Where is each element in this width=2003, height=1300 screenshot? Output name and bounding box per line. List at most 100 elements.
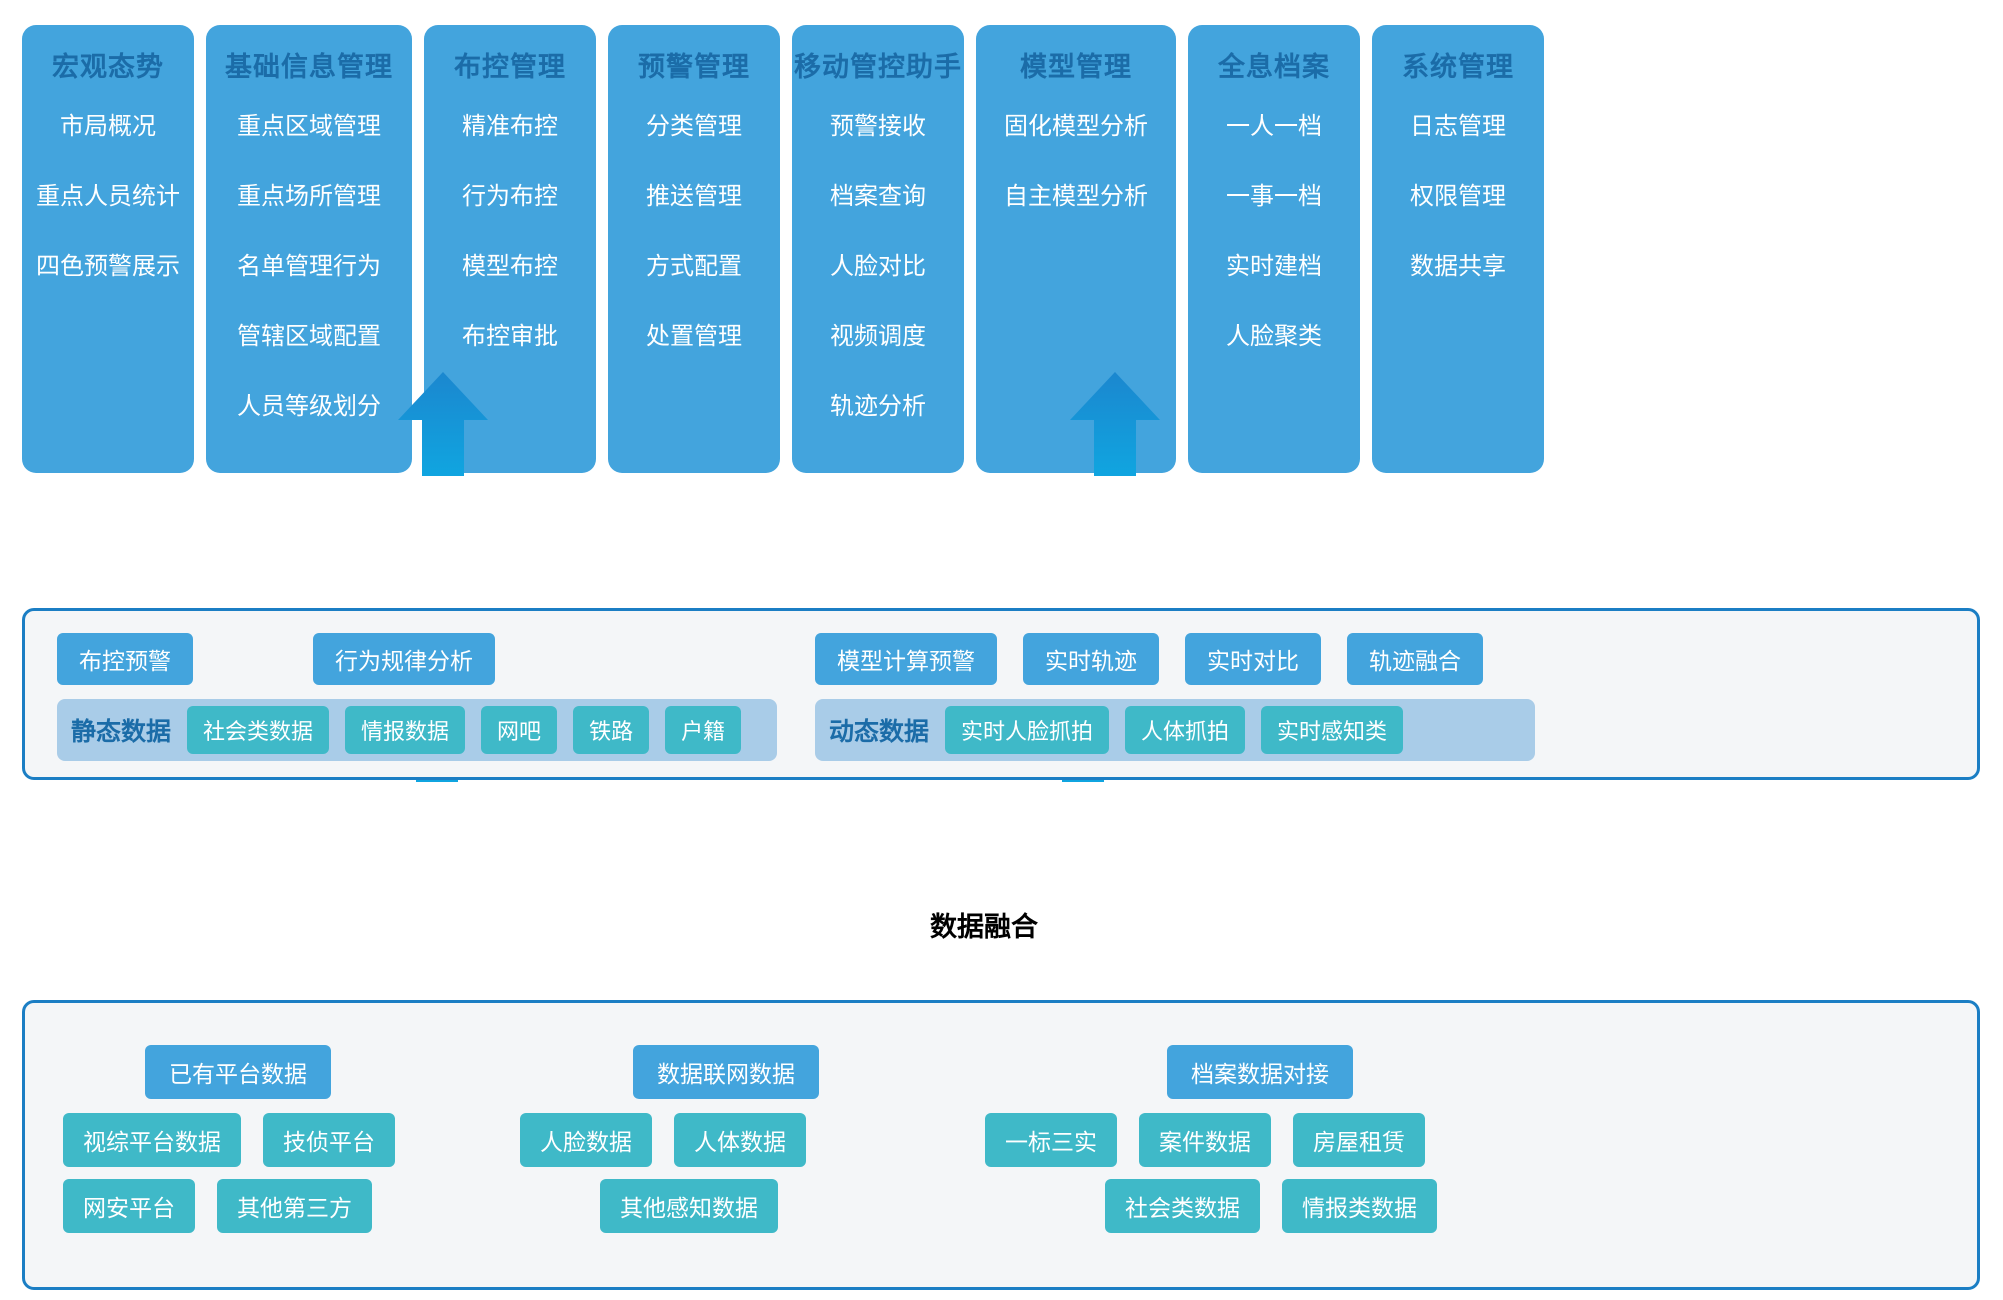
module-card-item[interactable]: 处置管理 — [646, 323, 742, 350]
module-card-item[interactable]: 轨迹分析 — [830, 393, 926, 420]
capability-pill[interactable]: 模型计算预警 — [815, 633, 997, 685]
module-card-items: 市局概况重点人员统计四色预警展示 — [36, 106, 180, 281]
capability-pill[interactable]: 实时轨迹 — [1023, 633, 1159, 685]
data-source-chip[interactable]: 情报数据 — [345, 706, 466, 754]
module-card-items: 精准布控行为布控模型布控布控审批 — [462, 106, 558, 351]
module-card-item[interactable]: 推送管理 — [646, 183, 742, 210]
data-source-row: 人脸数据人体数据 — [520, 1113, 806, 1167]
capability-pill[interactable]: 行为规律分析 — [313, 633, 495, 685]
module-card-items: 分类管理推送管理方式配置处置管理 — [646, 106, 742, 351]
data-source-chip[interactable]: 其他第三方 — [217, 1179, 372, 1233]
module-card[interactable]: 模型管理固化模型分析自主模型分析 — [976, 25, 1176, 473]
module-card-item[interactable]: 一人一档 — [1226, 113, 1322, 140]
data-source-chip[interactable]: 社会类数据 — [187, 706, 330, 754]
module-card-items: 固化模型分析自主模型分析 — [1004, 106, 1148, 211]
data-source-row: 视综平台数据技侦平台 — [63, 1113, 395, 1167]
data-source-chip[interactable]: 人体抓拍 — [1125, 706, 1246, 754]
data-source-chip[interactable]: 技侦平台 — [263, 1113, 395, 1167]
module-card-items: 日志管理权限管理数据共享 — [1410, 106, 1506, 281]
data-source-group-header[interactable]: 数据联网数据 — [633, 1045, 819, 1099]
data-source-chip[interactable]: 社会类数据 — [1105, 1179, 1260, 1233]
module-card-item[interactable]: 重点区域管理 — [237, 113, 381, 140]
data-source-group-rows: 视综平台数据技侦平台网安平台其他第三方 — [63, 1113, 395, 1245]
data-source-row: 网安平台其他第三方 — [63, 1179, 395, 1233]
module-card-item[interactable]: 市局概况 — [60, 113, 156, 140]
data-source-chip[interactable]: 实时人脸抓拍 — [945, 706, 1110, 754]
module-card-item[interactable]: 实时建档 — [1226, 253, 1322, 280]
module-card-item[interactable]: 名单管理行为 — [237, 253, 381, 280]
module-card-item[interactable]: 人脸对比 — [830, 253, 926, 280]
module-card-item[interactable]: 权限管理 — [1410, 183, 1506, 210]
module-card-title: 全息档案 — [1218, 52, 1330, 82]
data-source-chip[interactable]: 网安平台 — [63, 1179, 195, 1233]
data-source-chip[interactable]: 人体数据 — [674, 1113, 806, 1167]
capability-pill[interactable]: 实时对比 — [1185, 633, 1321, 685]
data-source-row: 社会类数据情报类数据 — [1105, 1179, 1437, 1233]
module-card-item[interactable]: 人脸聚类 — [1226, 323, 1322, 350]
data-source-group-header[interactable]: 档案数据对接 — [1167, 1045, 1353, 1099]
module-card-title: 预警管理 — [638, 52, 750, 82]
module-card[interactable]: 基础信息管理重点区域管理重点场所管理名单管理行为管辖区域配置人员等级划分 — [206, 25, 412, 473]
data-source-row: 一标三实案件数据房屋租赁 — [985, 1113, 1437, 1167]
data-source-chip[interactable]: 视综平台数据 — [63, 1113, 241, 1167]
dynamic-data-band: 动态数据 实时人脸抓拍人体抓拍实时感知类 — [815, 699, 1535, 761]
module-card-item[interactable]: 精准布控 — [462, 113, 558, 140]
module-card[interactable]: 移动管控助手预警接收档案查询人脸对比视频调度轨迹分析 — [792, 25, 964, 473]
module-card-item[interactable]: 日志管理 — [1410, 113, 1506, 140]
dynamic-data-label: 动态数据 — [829, 718, 930, 746]
data-source-chip[interactable]: 网吧 — [481, 706, 558, 754]
data-source-row: 其他感知数据 — [600, 1179, 806, 1233]
module-card[interactable]: 全息档案一人一档一事一档实时建档人脸聚类 — [1188, 25, 1360, 473]
data-source-chip[interactable]: 人脸数据 — [520, 1113, 652, 1167]
module-card-items: 一人一档一事一档实时建档人脸聚类 — [1226, 106, 1322, 351]
data-source-chip[interactable]: 房屋租赁 — [1293, 1113, 1425, 1167]
data-source-chip[interactable]: 一标三实 — [985, 1113, 1117, 1167]
module-card-title: 移动管控助手 — [794, 52, 962, 82]
module-card-items: 重点区域管理重点场所管理名单管理行为管辖区域配置人员等级划分 — [237, 106, 381, 421]
module-card-item[interactable]: 人员等级划分 — [237, 393, 381, 420]
analysis-layer-panel: 布控预警行为规律分析 静态数据 社会类数据情报数据网吧铁路户籍 模型计算预警实时… — [22, 608, 1980, 780]
module-card-item[interactable]: 一事一档 — [1226, 183, 1322, 210]
module-card-item[interactable]: 方式配置 — [646, 253, 742, 280]
module-card[interactable]: 系统管理日志管理权限管理数据共享 — [1372, 25, 1544, 473]
data-source-chip[interactable]: 铁路 — [573, 706, 650, 754]
static-top-pills: 布控预警 行为规律分析 — [57, 633, 495, 685]
capability-pill[interactable]: 轨迹融合 — [1347, 633, 1483, 685]
module-card-item[interactable]: 行为布控 — [462, 183, 558, 210]
data-source-group-rows: 人脸数据人体数据其他感知数据 — [520, 1113, 806, 1245]
module-card-item[interactable]: 分类管理 — [646, 113, 742, 140]
data-source-chip[interactable]: 其他感知数据 — [600, 1179, 778, 1233]
data-source-layer-panel: 已有平台数据视综平台数据技侦平台网安平台其他第三方数据联网数据人脸数据人体数据其… — [22, 1000, 1980, 1290]
capability-pill[interactable]: 布控预警 — [57, 633, 193, 685]
module-card-item[interactable]: 自主模型分析 — [1004, 183, 1148, 210]
up-arrow-icon — [1070, 372, 1160, 476]
static-data-band: 静态数据 社会类数据情报数据网吧铁路户籍 — [57, 699, 777, 761]
module-card-title: 系统管理 — [1402, 52, 1514, 82]
module-card-item[interactable]: 四色预警展示 — [36, 253, 180, 280]
module-card[interactable]: 预警管理分类管理推送管理方式配置处置管理 — [608, 25, 780, 473]
data-source-chip[interactable]: 户籍 — [665, 706, 742, 754]
module-card-item[interactable]: 预警接收 — [830, 113, 926, 140]
dynamic-top-pills: 模型计算预警实时轨迹实时对比轨迹融合 — [815, 633, 1483, 685]
data-source-chip[interactable]: 案件数据 — [1139, 1113, 1271, 1167]
data-source-chip[interactable]: 实时感知类 — [1261, 706, 1404, 754]
data-source-group-rows: 一标三实案件数据房屋租赁社会类数据情报类数据 — [985, 1113, 1437, 1245]
static-data-group: 布控预警 行为规律分析 静态数据 社会类数据情报数据网吧铁路户籍 — [57, 611, 777, 777]
module-card-item[interactable]: 布控审批 — [462, 323, 558, 350]
data-source-group-header[interactable]: 已有平台数据 — [145, 1045, 331, 1099]
module-card-item[interactable]: 模型布控 — [462, 253, 558, 280]
data-source-chip[interactable]: 情报类数据 — [1282, 1179, 1437, 1233]
module-card-item[interactable]: 固化模型分析 — [1004, 113, 1148, 140]
module-card-item[interactable]: 管辖区域配置 — [237, 323, 381, 350]
module-card-title: 宏观态势 — [52, 52, 164, 82]
module-card-item[interactable]: 档案查询 — [830, 183, 926, 210]
module-card-item[interactable]: 视频调度 — [830, 323, 926, 350]
module-card-title: 基础信息管理 — [225, 52, 393, 82]
module-card-item[interactable]: 重点场所管理 — [237, 183, 381, 210]
module-card-item[interactable]: 数据共享 — [1410, 253, 1506, 280]
module-card-item[interactable]: 重点人员统计 — [36, 183, 180, 210]
data-fusion-label: 数据融合 — [930, 912, 1038, 942]
module-card-items: 预警接收档案查询人脸对比视频调度轨迹分析 — [830, 106, 926, 421]
dynamic-data-group: 模型计算预警实时轨迹实时对比轨迹融合 动态数据 实时人脸抓拍人体抓拍实时感知类 — [815, 611, 1945, 777]
module-card[interactable]: 宏观态势市局概况重点人员统计四色预警展示 — [22, 25, 194, 473]
